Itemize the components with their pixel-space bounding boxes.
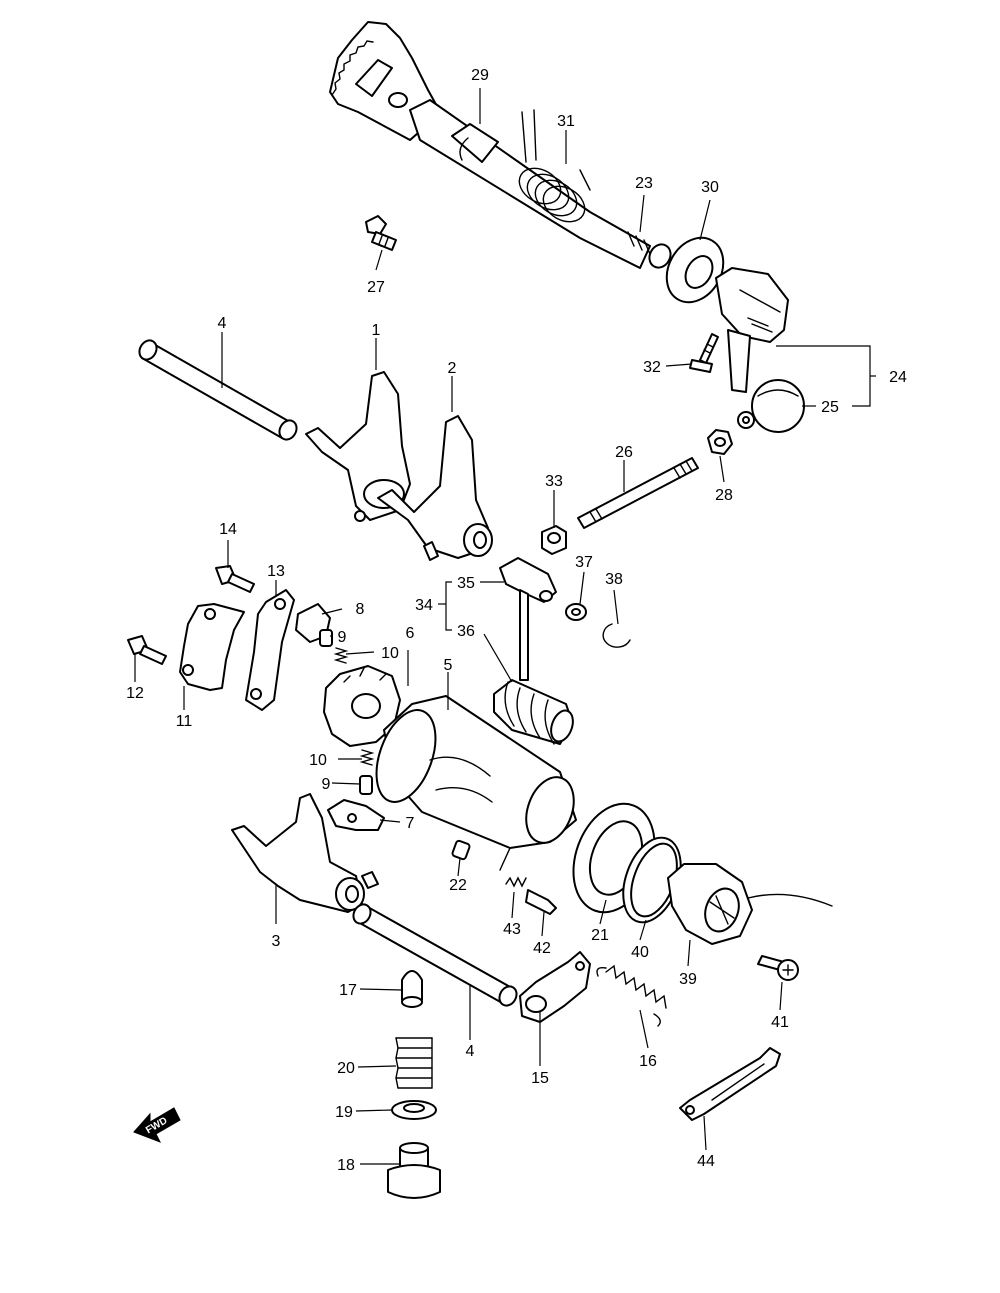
cam-stopper-part [519, 951, 591, 1023]
oil-seal-part [665, 236, 725, 304]
callout-29: 29 [471, 67, 489, 84]
callout-34: 34 [415, 597, 433, 614]
callout-19: 19 [335, 1104, 353, 1121]
callout-35: 35 [457, 575, 475, 592]
pin-42-part [525, 889, 557, 915]
callout-36: 36 [457, 623, 475, 640]
nut-28-part [707, 429, 733, 455]
callout-42: 42 [533, 940, 551, 957]
fork-shaft-upper-part [138, 339, 298, 441]
callout-24: 24 [889, 369, 907, 386]
callout-9-lower: 9 [322, 776, 331, 793]
callout-26: 26 [615, 444, 633, 461]
o-ring-40-part [622, 836, 682, 924]
washer-19-part [391, 1100, 437, 1120]
callout-16: 16 [639, 1053, 657, 1070]
callout-4-lower: 4 [466, 1043, 475, 1060]
bolt-32-part [689, 333, 719, 373]
return-spring-part [518, 109, 591, 223]
callout-20: 20 [337, 1060, 355, 1077]
gear-position-switch-part [667, 863, 833, 945]
bolt-27-part [365, 215, 397, 251]
clamp-44-part [679, 1047, 781, 1121]
callout-8: 8 [356, 601, 365, 618]
callout-43: 43 [503, 921, 521, 938]
callout-7: 7 [406, 815, 415, 832]
callout-17: 17 [339, 982, 357, 999]
stopper-7-part [327, 799, 385, 831]
gearshift-shaft-part [329, 21, 672, 269]
tie-rod-part [577, 457, 699, 529]
plug-bolt-18-part [387, 1142, 441, 1199]
callout-13: 13 [267, 563, 285, 580]
shift-fork-2-part [377, 415, 493, 561]
callout-22: 22 [449, 877, 467, 894]
washer-37-part [565, 603, 587, 621]
gearshift-arm-part [493, 557, 574, 745]
callout-3: 3 [272, 933, 281, 950]
callout-15: 15 [531, 1070, 549, 1087]
callout-21: 21 [591, 927, 609, 944]
parts-art [127, 21, 833, 1199]
screw-14-part [215, 565, 255, 593]
callout-39: 39 [679, 971, 697, 988]
callout-41: 41 [771, 1014, 789, 1031]
callout-32: 32 [643, 359, 661, 376]
pin-9-lower-part [359, 775, 373, 795]
stopper-plate-part [245, 589, 295, 711]
cam-guide-part [179, 603, 245, 691]
spring-43-part [505, 876, 527, 888]
callout-33: 33 [545, 473, 563, 490]
shift-lever-assembly-part [715, 267, 805, 433]
callout-23: 23 [635, 175, 653, 192]
callout-25: 25 [821, 399, 839, 416]
pin-22-part [451, 839, 471, 861]
stopper-spring-16-part [596, 964, 667, 1027]
callout-14: 14 [219, 521, 237, 538]
callout-9-upper: 9 [338, 629, 347, 646]
callout-30: 30 [701, 179, 719, 196]
callout-11: 11 [176, 713, 193, 730]
callout-27: 27 [367, 279, 385, 296]
pin-9-upper-part [319, 629, 333, 647]
callout-4-upper: 4 [218, 315, 227, 332]
callout-37: 37 [575, 554, 593, 571]
callout-28: 28 [715, 487, 733, 504]
shift-fork-3-part [231, 793, 379, 913]
callout-1: 1 [372, 322, 381, 339]
callout-6: 6 [406, 625, 415, 642]
nut-33-part [541, 525, 567, 555]
cam-driven-gear-part [323, 665, 401, 747]
callout-10-upper: 10 [381, 645, 399, 662]
callout-2: 2 [448, 360, 457, 377]
callout-40: 40 [631, 944, 649, 961]
leader-lines [134, 88, 876, 1165]
fwd-arrow-icon: FWD [133, 1107, 181, 1143]
fork-shaft-lower-part [352, 903, 518, 1007]
callout-12: 12 [126, 685, 144, 702]
spring-20-part [395, 1037, 433, 1089]
circlip-38-part [602, 623, 631, 648]
neutral-stopper-17-part [401, 970, 423, 1008]
spring-10-lower-part [359, 749, 375, 766]
callout-5: 5 [444, 657, 453, 674]
callout-31: 31 [557, 113, 575, 130]
callout-38: 38 [605, 571, 623, 588]
callout-44: 44 [697, 1153, 715, 1170]
bolt-41-part [757, 955, 799, 981]
callout-18: 18 [337, 1157, 355, 1174]
screw-12-part [127, 635, 167, 665]
callout-10-lower: 10 [309, 752, 327, 769]
spring-10-upper-part [333, 647, 349, 664]
callout-labels: 1 2 3 4 4 5 6 7 8 9 10 10 9 11 12 13 14 … [126, 67, 907, 1174]
gearshift-cam-part [375, 695, 577, 871]
